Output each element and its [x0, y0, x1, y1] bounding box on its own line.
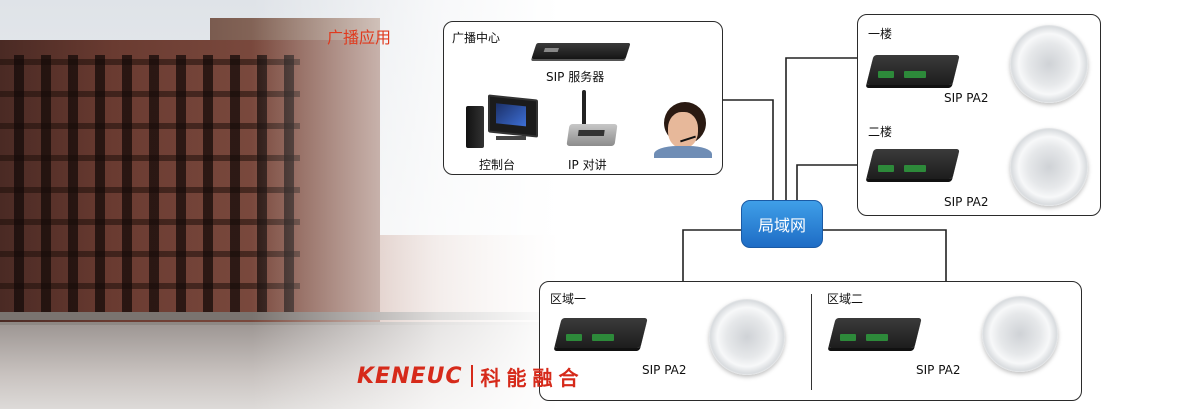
zones-panel: 区域一 SIP PA2 区域二 SIP PA2 [539, 281, 1082, 401]
ceiling-speaker-icon [982, 296, 1058, 372]
sip-pa2-device-icon [866, 145, 960, 183]
brand-logo: KENEUC 科能融合 [357, 362, 585, 390]
sip-server-icon [531, 43, 631, 59]
console-label: 控制台 [479, 158, 516, 172]
ceiling-speaker-icon [1010, 25, 1088, 103]
ceiling-speaker-icon [1010, 128, 1088, 206]
ceiling-speaker-icon [709, 299, 785, 375]
sip-pa2-device-icon [866, 51, 960, 89]
floor-1-label: 一楼 [868, 27, 893, 41]
brand-logo-cn: 科能融合 [480, 365, 585, 390]
floor-2-label: 二楼 [868, 125, 893, 139]
zone-divider [811, 294, 812, 390]
ip-intercom-label: IP 对讲 [568, 158, 607, 172]
sip-pa2-device-icon [554, 314, 648, 352]
broadcast-center-panel: 广播中心 SIP 服务器 控制台 IP 对讲 [443, 21, 723, 175]
floor-2-device-label: SIP PA2 [944, 195, 989, 209]
sip-server-label: SIP 服务器 [546, 70, 605, 84]
sip-pa2-device-icon [828, 314, 922, 352]
zone-1-device-label: SIP PA2 [642, 363, 687, 377]
floors-panel: 一楼 SIP PA2 二楼 SIP PA2 [857, 14, 1101, 216]
floor-1-device-label: SIP PA2 [944, 91, 989, 105]
lan-node: 局域网 [741, 200, 823, 248]
zone-1-label: 区域一 [550, 292, 587, 306]
page-title: 广播应用 [327, 28, 392, 47]
brand-logo-en: KENEUC [357, 363, 463, 389]
operator-headset-icon [640, 100, 712, 158]
broadcast-center-label: 广播中心 [452, 31, 501, 45]
zone-2-device-label: SIP PA2 [916, 363, 961, 377]
zone-2-label: 区域二 [827, 292, 864, 306]
